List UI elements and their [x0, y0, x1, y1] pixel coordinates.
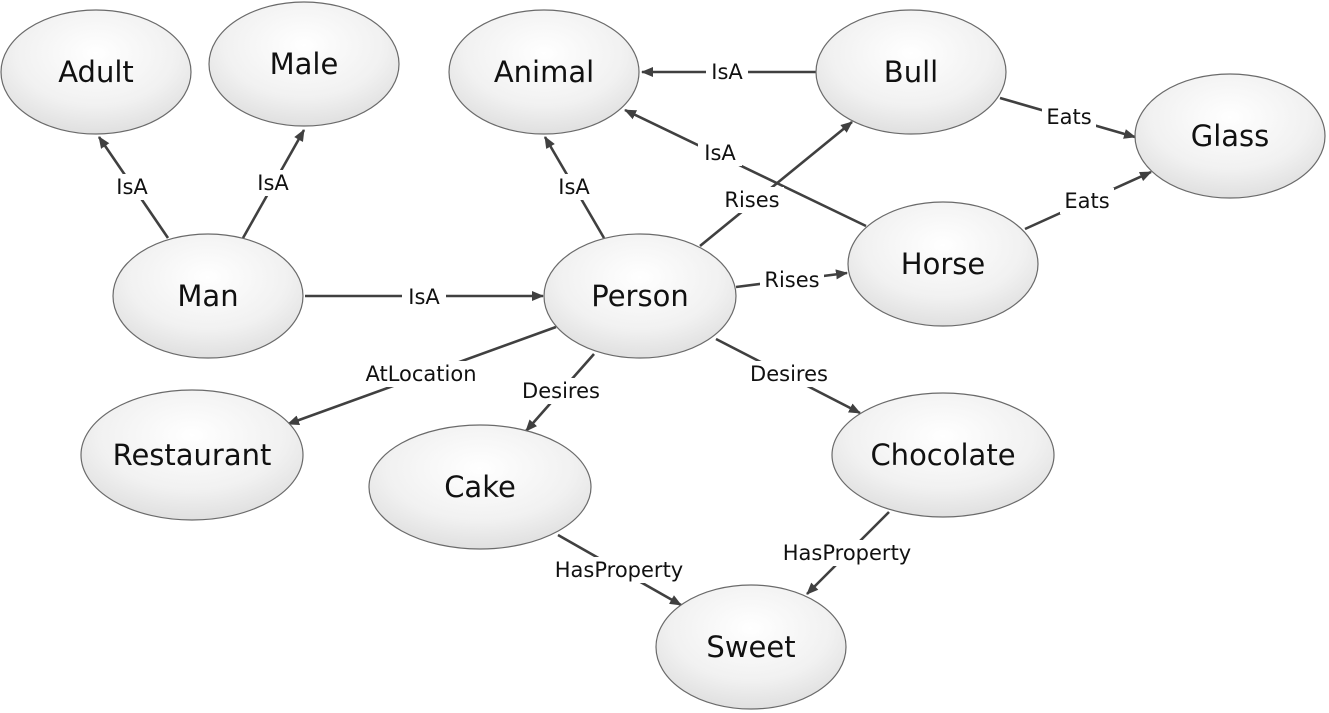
edge-label-man-adult: IsA — [116, 175, 148, 199]
edge-label-person-horse: Rises — [764, 268, 819, 292]
node-label-restaurant: Restaurant — [113, 438, 272, 472]
node-sweet[interactable]: Sweet — [655, 584, 847, 710]
edge-label-man-person: IsA — [408, 285, 440, 309]
node-label-chocolate: Chocolate — [870, 438, 1015, 472]
node-person[interactable]: Person — [543, 233, 737, 359]
node-label-animal: Animal — [494, 55, 594, 89]
node-male[interactable]: Male — [208, 1, 400, 127]
node-man[interactable]: Man — [112, 233, 304, 359]
edge-person-bull — [699, 120, 853, 248]
edge-label-horse-glass: Eats — [1064, 189, 1109, 213]
node-label-sweet: Sweet — [706, 630, 795, 664]
edge-labels: IsA IsA IsA IsA IsA IsA Eats Eats Rises … — [111, 59, 1114, 583]
node-label-glass: Glass — [1191, 119, 1270, 153]
node-horse[interactable]: Horse — [847, 201, 1039, 327]
node-label-bull: Bull — [884, 55, 938, 89]
edge-horse-animal — [624, 108, 867, 228]
node-glass[interactable]: Glass — [1134, 73, 1326, 199]
edge-label-person-chocolate: Desires — [750, 362, 828, 386]
edge-label-horse-animal: IsA — [704, 141, 736, 165]
node-label-adult: Adult — [58, 55, 134, 89]
node-adult[interactable]: Adult — [0, 9, 192, 135]
node-label-male: Male — [270, 47, 339, 81]
edge-label-cake-sweet: HasProperty — [555, 558, 683, 582]
edge-label-person-restaurant: AtLocation — [365, 362, 476, 386]
node-chocolate[interactable]: Chocolate — [831, 392, 1055, 518]
edge-label-man-male: IsA — [257, 171, 289, 195]
edge-label-chocolate-sweet: HasProperty — [783, 541, 911, 565]
edge-label-person-bull: Rises — [724, 188, 779, 212]
node-label-horse: Horse — [901, 247, 985, 281]
edge-label-person-animal: IsA — [558, 175, 590, 199]
node-bull[interactable]: Bull — [815, 9, 1007, 135]
node-label-man: Man — [177, 279, 238, 313]
node-cake[interactable]: Cake — [368, 424, 592, 550]
node-label-cake: Cake — [444, 470, 516, 504]
node-restaurant[interactable]: Restaurant — [80, 389, 304, 521]
edge-label-person-cake: Desires — [522, 379, 600, 403]
edge-label-bull-animal: IsA — [711, 60, 743, 84]
node-label-person: Person — [591, 279, 688, 313]
node-animal[interactable]: Animal — [448, 9, 640, 135]
edge-label-bull-glass: Eats — [1046, 105, 1091, 129]
